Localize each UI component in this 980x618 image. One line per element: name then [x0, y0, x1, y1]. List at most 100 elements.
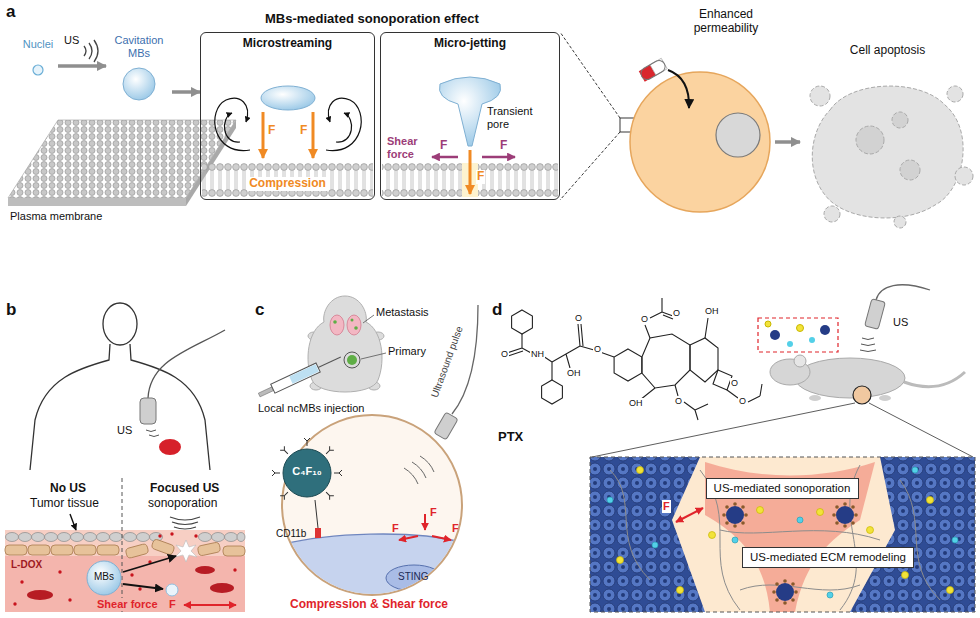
nanoparticle-box [765, 321, 771, 327]
microstreaming-scene [336, 113, 352, 142]
inset-box: Micro-jettingTransient poreShear force [380, 32, 560, 200]
label: Shear force [96, 598, 159, 611]
flow-arrow [172, 90, 200, 94]
magnified-view [399, 536, 418, 540]
node-text: Compression [247, 177, 328, 191]
label: O [574, 313, 583, 323]
label: Metastasis [376, 306, 429, 319]
microjetting-scene [478, 163, 558, 197]
tumor-tissue [32, 533, 45, 542]
ptx-molecule [690, 338, 718, 382]
tumor-tissue [71, 533, 84, 542]
nanoparticle-box [770, 330, 780, 340]
node-text: Shear force [387, 135, 429, 160]
cell [668, 70, 689, 108]
microstreaming-scene [202, 86, 373, 197]
magnified-view [272, 470, 280, 476]
leader-line [361, 315, 386, 359]
mouse [904, 372, 965, 387]
cell: Enhanced permeability [625, 8, 775, 220]
mouse [351, 319, 354, 322]
tumor-inset [705, 462, 875, 612]
cell [716, 113, 760, 157]
label: O [674, 396, 683, 406]
ptx-molecule [507, 298, 762, 420]
label: PTX [498, 430, 523, 445]
node-heading: Microstreaming [243, 37, 332, 51]
tumor-inset [843, 524, 847, 528]
microbubble-outline [87, 561, 121, 595]
microjetting-scene [382, 77, 558, 197]
ultrasound-probe [159, 439, 181, 455]
tumor-tissue [5, 539, 245, 559]
tumor-tissue [5, 545, 27, 555]
tumor-inset [832, 513, 836, 517]
ultrasound-waves [94, 40, 98, 62]
tumor-tissue [184, 604, 236, 606]
flow-arrow [58, 64, 106, 68]
tumor-inset [851, 505, 855, 509]
magnified-view [386, 565, 442, 591]
tumor-inset [732, 537, 738, 543]
tumor-tissue [27, 590, 53, 600]
tumor-inset [676, 508, 703, 522]
label: Ultrasound pulse [429, 325, 465, 399]
tumor-inset [783, 601, 787, 605]
magnified-view [424, 514, 426, 530]
label: sonoporation [148, 497, 217, 511]
human-outline [30, 303, 210, 470]
tumor-inset [590, 457, 705, 612]
microstreaming-scene [262, 112, 265, 158]
nanocarrier-bubble-outline [283, 449, 331, 497]
nanoparticle-box [758, 318, 838, 352]
tumor-tissue [45, 533, 58, 542]
tumor-inset [607, 467, 958, 598]
ultrasound-probe [865, 299, 886, 330]
label: Focused US [150, 482, 219, 496]
tumor-inset [783, 579, 787, 583]
magnified-view [280, 490, 290, 500]
ultrasound-probe [862, 338, 874, 340]
tumor-inset [610, 470, 650, 580]
tumor-tissue [27, 566, 234, 600]
magnified-view [304, 438, 310, 446]
ultrasound-waves [84, 40, 98, 62]
magnified-view [280, 446, 290, 456]
zoom-leader [869, 403, 973, 457]
tumor-tissue [110, 533, 123, 542]
label: Tumor tissue [30, 497, 99, 511]
panel-letter: a [6, 2, 15, 22]
tumor-inset [607, 497, 613, 503]
tumor-inset [740, 585, 860, 590]
ultrasound-probe [860, 338, 876, 352]
ultrasound-probe [140, 398, 156, 424]
tumor-tissue [58, 533, 71, 542]
apoptotic-cell [947, 86, 963, 102]
label: MBs-mediated sonoporation effect [265, 12, 479, 27]
microbubble: MBs [86, 560, 122, 596]
label: O [640, 314, 649, 324]
tumor-inset [817, 509, 824, 516]
plasma-membrane [8, 198, 186, 206]
tumor-inset [733, 524, 737, 528]
label: L-DOX [10, 559, 43, 571]
ultrasound-waves [89, 43, 92, 59]
tumor-tissue [5, 556, 245, 612]
ultrasound-probe [876, 285, 930, 300]
zoom-leader [592, 403, 973, 457]
label: OH [704, 306, 720, 316]
tumor-inset [590, 457, 975, 612]
apoptotic-cell [810, 86, 973, 228]
mouse [853, 386, 871, 404]
tumor-inset [709, 532, 716, 539]
tumor-inset [835, 505, 839, 509]
tumor-inset [617, 467, 954, 594]
microstreaming-scene [261, 86, 315, 110]
tumor-inset [757, 507, 764, 514]
tumor-inset [677, 587, 684, 594]
tumor-inset [722, 513, 726, 517]
nucleus-circle-outline [33, 65, 43, 75]
tumor-inset [775, 582, 779, 586]
microbubble: Cavitation MBs [106, 34, 172, 104]
nanoparticle-box [809, 337, 815, 343]
